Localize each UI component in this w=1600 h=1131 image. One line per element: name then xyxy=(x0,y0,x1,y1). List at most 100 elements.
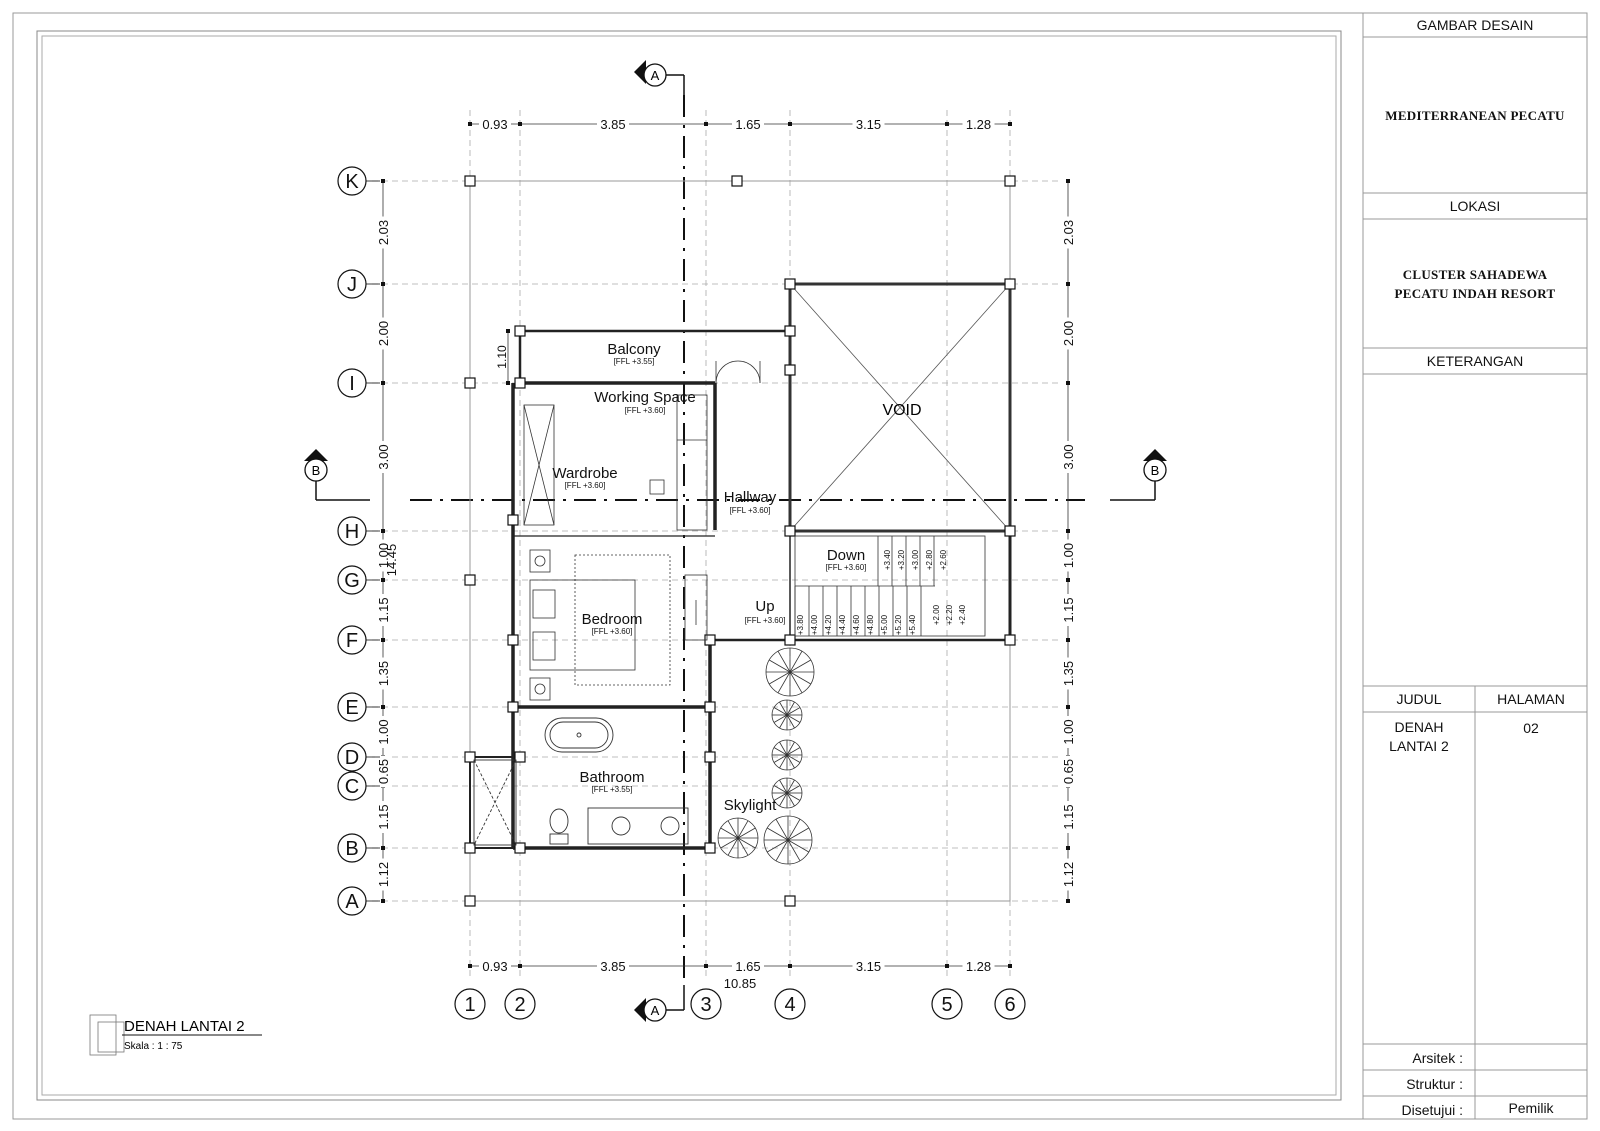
dim-h-0-2: 1.65 xyxy=(735,117,760,132)
stair-up-level-2: +4.20 xyxy=(824,614,833,635)
tree-1 xyxy=(771,699,803,731)
svg-text:G: G xyxy=(344,570,360,592)
tb-location-line2: PECATU INDAH RESORT xyxy=(1394,285,1556,301)
grid-row-bubble-H: H xyxy=(337,516,380,546)
inner-border xyxy=(36,30,1342,1101)
column-25 xyxy=(704,842,716,854)
dim-balcony: 1.10 xyxy=(495,345,509,369)
void-area: VOID xyxy=(788,282,1012,533)
grid-col-bubble-3: 3 xyxy=(690,988,722,1020)
stairs: +3.40+3.20+3.00+2.80+2.60+2.40+2.20+2.00… xyxy=(794,535,986,637)
grid-row-bubble-B: B xyxy=(337,833,380,863)
section-label-a-top: A xyxy=(651,68,660,83)
tb-keterangan: KETERANGAN xyxy=(1426,353,1524,369)
drawing-title: DENAH LANTAI 2 Skala : 1 : 75 xyxy=(89,1014,262,1056)
grid-row-bubble-E: E xyxy=(337,692,380,722)
grid-col-bubble-1: 1 xyxy=(454,988,486,1020)
skylight-trees xyxy=(717,647,815,865)
room-label-balcony: Balcony xyxy=(607,341,661,358)
ffl-balcony: [FFL +3.55] xyxy=(614,357,655,366)
dim-v-0-3: 1.00 xyxy=(376,543,391,568)
dim-v-1-9: 1.12 xyxy=(1061,862,1076,887)
ffl-bathroom: [FFL +3.55] xyxy=(592,785,633,794)
dim-v-1-2: 3.00 xyxy=(1061,444,1076,469)
tb-location-line1: CLUSTER SAHADEWA xyxy=(1402,266,1548,282)
column-3 xyxy=(464,377,476,389)
svg-text:C: C xyxy=(345,776,359,798)
stair-up-level-0: +3.80 xyxy=(796,614,805,635)
tb-gambar-desain: GAMBAR DESAIN xyxy=(1416,17,1534,33)
ffl-hallway: [FFL +3.60] xyxy=(730,506,771,515)
tb-pemilik: Pemilik xyxy=(1508,1099,1554,1116)
title-block: GAMBAR DESAIN MEDITERRANEAN PECATU LOKAS… xyxy=(1363,13,1587,1119)
grid-row-bubble-F: F xyxy=(337,625,380,655)
section-marker-a-top: A xyxy=(634,60,685,95)
stair-down-level-3: +2.80 xyxy=(925,549,934,570)
dim-v-0-8: 1.15 xyxy=(376,804,391,829)
stair-up-level-7: +5.20 xyxy=(894,614,903,635)
stair-up-level-4: +4.60 xyxy=(852,614,861,635)
room-label-wardrobe: Wardrobe xyxy=(552,465,617,482)
tb-halaman: HALAMAN xyxy=(1497,691,1565,707)
stair-down-level-1: +3.20 xyxy=(897,549,906,570)
dim-v-0-4: 1.15 xyxy=(376,597,391,622)
column-13 xyxy=(1004,278,1016,290)
dim-v-1-6: 1.00 xyxy=(1061,719,1076,744)
section-label-b-left: B xyxy=(312,463,321,478)
section-label-b-right: B xyxy=(1151,463,1160,478)
stair-up-level-6: +5.00 xyxy=(880,614,889,635)
dim-total-vertical: 14.45 xyxy=(384,544,399,577)
dim-v-1-4: 1.15 xyxy=(1061,597,1076,622)
svg-text:2: 2 xyxy=(514,994,525,1016)
slab-outline xyxy=(469,180,1011,902)
grid-bubbles: K J I H G F E DC B A 1 2 3 4 5 6 xyxy=(337,166,1026,1020)
grid-row-bubble-K: K xyxy=(337,166,380,196)
column-21 xyxy=(704,701,716,713)
dim-h-1-3: 3.15 xyxy=(856,959,881,974)
tb-page-number: 02 xyxy=(1523,720,1539,736)
walls xyxy=(469,329,1012,850)
stair-down-level-0: +3.40 xyxy=(883,549,892,570)
column-8 xyxy=(784,895,796,907)
room-label-up: Up xyxy=(755,598,774,615)
tb-judul-value: DENAH LANTAI 2 xyxy=(1363,718,1475,758)
svg-text:H: H xyxy=(345,521,359,543)
tb-lokasi: LOKASI xyxy=(1449,198,1501,214)
tree-5 xyxy=(717,817,759,859)
grid-col-bubble-2: 2 xyxy=(504,988,536,1020)
svg-text:E: E xyxy=(345,697,358,719)
svg-text:6: 6 xyxy=(1004,994,1015,1016)
stair-turn-level-1: +2.20 xyxy=(945,604,954,625)
svg-text:A: A xyxy=(345,891,359,913)
room-labels: Balcony [FFL +3.55] Working Space [FFL +… xyxy=(552,341,866,814)
svg-text:D: D xyxy=(345,747,359,769)
column-9 xyxy=(514,325,526,337)
tb-arsitek: Arsitek : xyxy=(1412,1050,1463,1066)
room-label-skylight: Skylight xyxy=(724,797,777,814)
svg-text:4: 4 xyxy=(784,994,795,1016)
grid-row-bubble-A: A xyxy=(337,886,380,916)
section-marker-b-right: B xyxy=(1110,449,1167,501)
tb-struktur: Struktur : xyxy=(1406,1076,1463,1092)
dim-v-0-2: 3.00 xyxy=(376,444,391,469)
balcony-door xyxy=(715,360,761,384)
column-18 xyxy=(507,634,519,646)
ffl-bedroom: [FFL +3.60] xyxy=(592,627,633,636)
ffl-wardrobe: [FFL +3.60] xyxy=(565,481,606,490)
void-label: VOID xyxy=(882,402,921,419)
stair-down-level-2: +3.00 xyxy=(911,549,920,570)
column-7 xyxy=(464,895,476,907)
dim-v-0-9: 1.12 xyxy=(376,862,391,887)
ffl-up: [FFL +3.60] xyxy=(745,616,786,625)
dim-v-0-7: 0.65 xyxy=(376,759,391,784)
dim-h-0-1: 3.85 xyxy=(600,117,625,132)
svg-text:I: I xyxy=(349,373,355,395)
tb-judul-line1: DENAH xyxy=(1394,719,1444,735)
dim-v-1-7: 0.65 xyxy=(1061,759,1076,784)
column-5 xyxy=(464,751,476,763)
column-2 xyxy=(1004,175,1016,187)
grid-col-bubble-5: 5 xyxy=(931,988,963,1020)
svg-text:J: J xyxy=(347,274,357,296)
section-marker-a-bottom: A xyxy=(634,985,685,1022)
columns xyxy=(464,175,1016,907)
